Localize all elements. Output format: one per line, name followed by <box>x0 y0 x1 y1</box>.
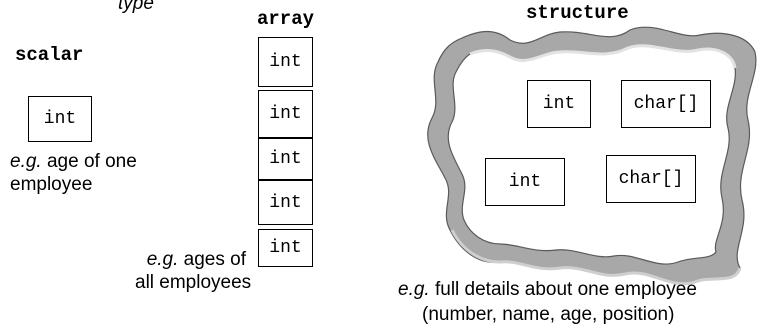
scalar-heading: scalar <box>15 44 84 66</box>
structure-field-1: int <box>527 80 591 128</box>
array-caption-line1: e.g. ages of <box>146 249 246 270</box>
structure-field-3: int <box>485 158 565 206</box>
structure-blob-highlight <box>469 44 737 69</box>
scalar-caption: e.g. age of one employee <box>10 150 137 196</box>
array-caption: e.g. ages of <box>113 248 246 271</box>
structure-blob-shadow <box>427 26 757 285</box>
scalar-caption-line1: e.g. age of one <box>10 151 137 172</box>
array-cell-1: int <box>258 37 313 87</box>
structure-field-2: char[] <box>621 80 711 128</box>
structure-field-4: char[] <box>606 155 696 203</box>
array-cell-4: int <box>258 180 313 225</box>
scalar-caption-line2: employee <box>10 174 93 195</box>
structure-caption-line1: e.g. full details about one employee <box>398 279 697 300</box>
top-partial-label: type <box>118 0 154 14</box>
structure-blob-highlight-bottom <box>450 229 742 286</box>
array-caption-eg: e.g. <box>146 249 179 270</box>
scalar-caption-eg: e.g. <box>10 151 42 172</box>
structure-heading: structure <box>526 2 629 24</box>
array-cell-5: int <box>258 229 313 267</box>
scalar-int-box: int <box>28 96 92 142</box>
structure-caption-eg: e.g. <box>398 279 430 300</box>
array-caption-line2: all employees <box>135 272 252 293</box>
array-cell-3: int <box>258 138 313 180</box>
structure-caption-line2: (number, name, age, position) <box>422 304 675 325</box>
array-cell-2: int <box>258 90 313 138</box>
array-heading: array <box>257 8 315 30</box>
